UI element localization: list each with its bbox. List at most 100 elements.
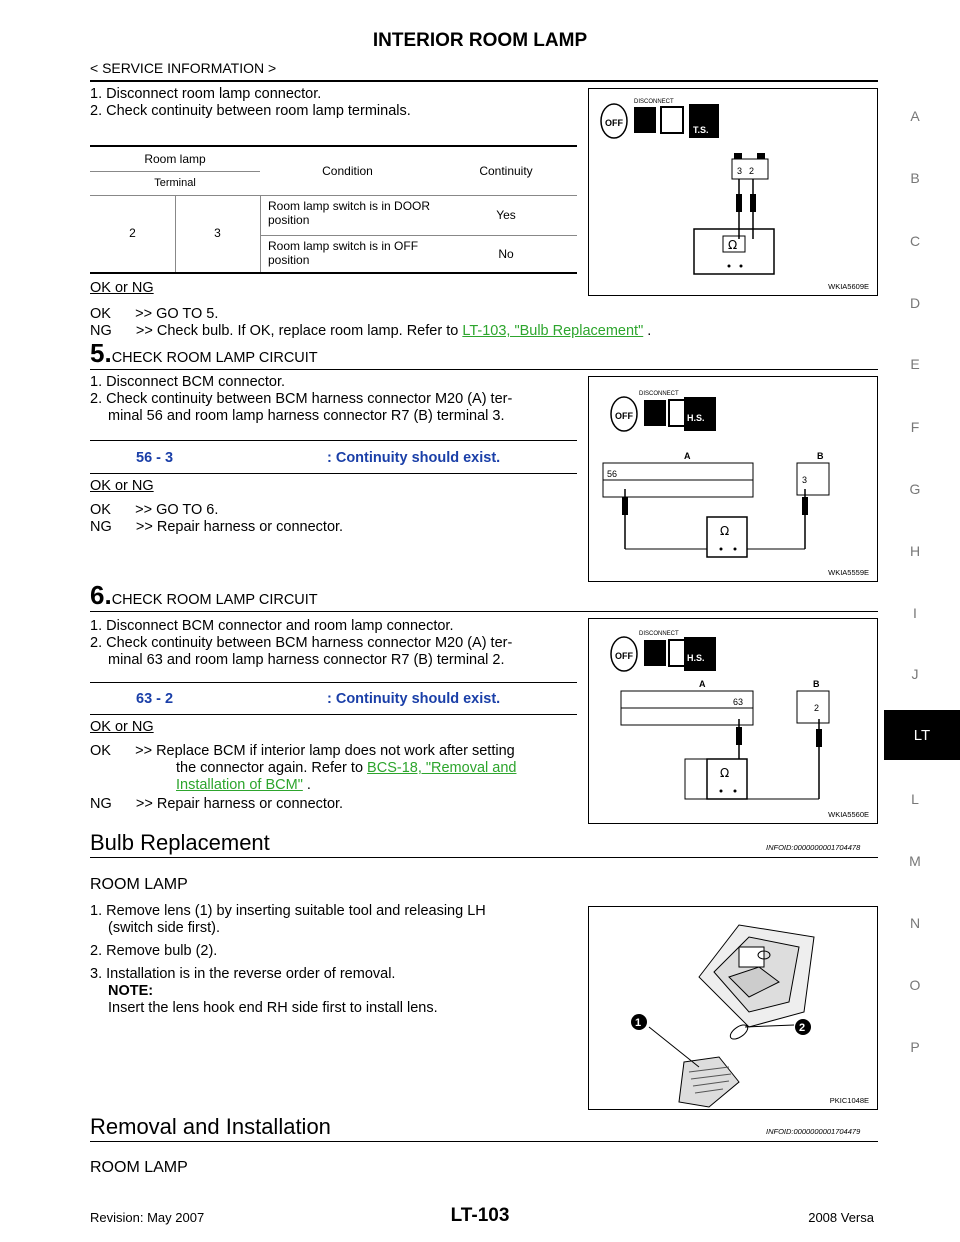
step4-instruction-2: 2. Check continuity between room lamp te…	[90, 103, 411, 119]
index-tab-c[interactable]: C	[909, 233, 921, 249]
figure-id: WKIA5559E	[828, 568, 869, 577]
svg-text:2: 2	[749, 166, 754, 176]
pin-3-label: 3	[802, 475, 807, 485]
ok-suffix: .	[302, 777, 311, 793]
svg-text:3: 3	[737, 166, 742, 176]
bulb-step-1a: 1. Remove lens (1) by inserting suitable…	[90, 903, 486, 919]
ohmmeter-icon: Ω	[720, 524, 729, 538]
step4-ok-ng: OK or NG	[90, 280, 154, 296]
step6-ok-result-a: OK >> Replace BCM if interior lamp does …	[90, 743, 515, 759]
terminal-value-3: 3	[214, 226, 221, 240]
step6-title: CHECK ROOM LAMP CIRCUIT	[111, 592, 318, 608]
index-tab-f[interactable]: F	[910, 419, 920, 435]
index-tab-i[interactable]: I	[913, 605, 917, 621]
col-continuity: Continuity	[479, 164, 533, 178]
ts-label: T.S.	[693, 125, 709, 135]
index-tab-p[interactable]: P	[910, 1039, 920, 1055]
figure-ts-check: OFF DISCONNECT T.S. 3 2 Ω WKIA5609E	[588, 88, 878, 296]
condition-divider	[260, 195, 261, 272]
ohmmeter-icon: Ω	[720, 766, 729, 780]
index-tab-n[interactable]: N	[909, 915, 921, 931]
figure-id: WKIA5609E	[828, 282, 869, 291]
step5-spec-terminals: 56 - 3	[136, 450, 174, 466]
figure-hs-check-56-3: OFF DISCONNECT H.S. A 56 B 3 Ω WKIA5559E	[588, 376, 878, 582]
callout-1: 1	[635, 1017, 641, 1029]
col-room-lamp: Room lamp	[144, 152, 206, 166]
bulb-note-text: Insert the lens hook end RH side first t…	[108, 1000, 438, 1016]
step6-instruction-2a: 2. Check continuity between BCM harness …	[90, 635, 513, 651]
link-bcm-removal[interactable]: BCS-18, "Removal and	[367, 760, 517, 776]
bulb-step-3: 3. Installation is in the reverse order …	[90, 966, 396, 982]
step6-spec-result: : Continuity should exist.	[327, 691, 501, 707]
link-bcm-installation[interactable]: Installation of BCM"	[176, 777, 303, 793]
removal-rule	[90, 1141, 878, 1142]
step5-ok-ng: OK or NG	[90, 478, 154, 494]
row-divider	[260, 235, 577, 236]
connector-a-label: A	[684, 451, 691, 461]
hs-label: H.S.	[687, 653, 705, 663]
step5-ng-result: NG >> Repair harness or connector.	[90, 519, 344, 535]
removal-infoid: INFOID:0000000001704479	[766, 1127, 861, 1136]
index-tab-d[interactable]: D	[909, 295, 921, 311]
ng-text: NG >> Check bulb. If OK, replace room la…	[90, 323, 463, 339]
disconnect-label: DISCONNECT	[639, 631, 679, 637]
link-bulb-replacement[interactable]: LT-103, "Bulb Replacement"	[462, 323, 644, 339]
row1-condition: Room lamp switch is in DOOR position	[268, 199, 431, 227]
footer-model: 2008 Versa	[808, 1210, 874, 1225]
bulb-infoid: INFOID:0000000001704478	[766, 843, 861, 852]
step6-rule	[90, 611, 878, 612]
index-tab-o[interactable]: O	[909, 977, 921, 993]
index-tab-h[interactable]: H	[909, 543, 921, 559]
step5-rule	[90, 369, 878, 370]
ts-diagram: OFF DISCONNECT T.S. 3 2 Ω	[600, 99, 775, 275]
header-divider	[90, 171, 260, 172]
page-title: INTERIOR ROOM LAMP	[372, 30, 588, 51]
removal-heading: Removal and Installation	[90, 1114, 331, 1139]
index-tab-b[interactable]: B	[910, 170, 920, 186]
connector-a-label: A	[699, 679, 706, 689]
index-tab-l[interactable]: L	[911, 791, 919, 807]
connector-b-label: B	[817, 451, 824, 461]
bulb-rule	[90, 857, 878, 858]
step4-ng-result: NG >> Check bulb. If OK, replace room la…	[90, 323, 651, 340]
step5-title: CHECK ROOM LAMP CIRCUIT	[111, 350, 318, 366]
index-tab-m[interactable]: M	[909, 853, 921, 869]
index-tab-lt-active[interactable]: LT	[884, 710, 960, 760]
pin-56-label: 56	[607, 469, 617, 479]
room-lamp-illustration: 1 2	[631, 924, 815, 1108]
table-bottom-rule	[90, 272, 577, 274]
disconnect-label: DISCONNECT	[639, 391, 679, 397]
step4-instruction-1: 1. Disconnect room lamp connector.	[90, 86, 322, 102]
off-icon-label: OFF	[615, 411, 633, 421]
hs-diagram-2: OFF DISCONNECT H.S. A 63 B 2 Ω	[610, 631, 830, 800]
bulb-note-label: NOTE:	[108, 983, 154, 999]
figure-hs-check-63-2: OFF DISCONNECT H.S. A 63 B 2 Ω WKIA5560E	[588, 618, 878, 824]
footer-revision: Revision: May 2007	[90, 1210, 205, 1225]
step5-number: 5.	[90, 338, 112, 368]
terminal-value-2: 2	[129, 226, 136, 240]
continuity-table: Room lamp Terminal Condition Continuity …	[90, 147, 577, 272]
step4-ok-result: OK >> GO TO 5.	[90, 306, 219, 322]
step5-instruction-2a: 2. Check continuity between BCM harness …	[90, 391, 513, 407]
terminal-divider	[175, 195, 176, 272]
header-rule	[90, 80, 878, 82]
ok-text: the connector again. Refer to	[176, 760, 368, 776]
step6-ok-result-b: the connector again. Refer to BCS-18, "R…	[176, 760, 516, 777]
index-tab-a[interactable]: A	[910, 108, 920, 124]
step6-instruction-2b: minal 63 and room lamp harness connector…	[108, 652, 505, 668]
ng-suffix: .	[643, 323, 652, 339]
col-condition: Condition	[322, 164, 373, 178]
index-tab-e[interactable]: E	[910, 356, 920, 372]
bulb-step-2: 2. Remove bulb (2).	[90, 943, 218, 959]
step6-spec-rule-bottom	[90, 714, 577, 715]
pin-63-label: 63	[733, 697, 743, 707]
off-icon-label: OFF	[615, 651, 633, 661]
hs-label: H.S.	[687, 413, 705, 423]
disconnect-label: DISCONNECT	[634, 99, 674, 105]
index-tab-j[interactable]: J	[911, 666, 919, 682]
table-top-rule	[90, 145, 577, 147]
figure-room-lamp-bulb: 1 2 PKIC1048E	[588, 906, 878, 1110]
index-tab-g[interactable]: G	[909, 481, 921, 497]
step6-number: 6.	[90, 580, 112, 610]
step5-heading: 5.CHECK ROOM LAMP CIRCUIT	[90, 338, 318, 369]
